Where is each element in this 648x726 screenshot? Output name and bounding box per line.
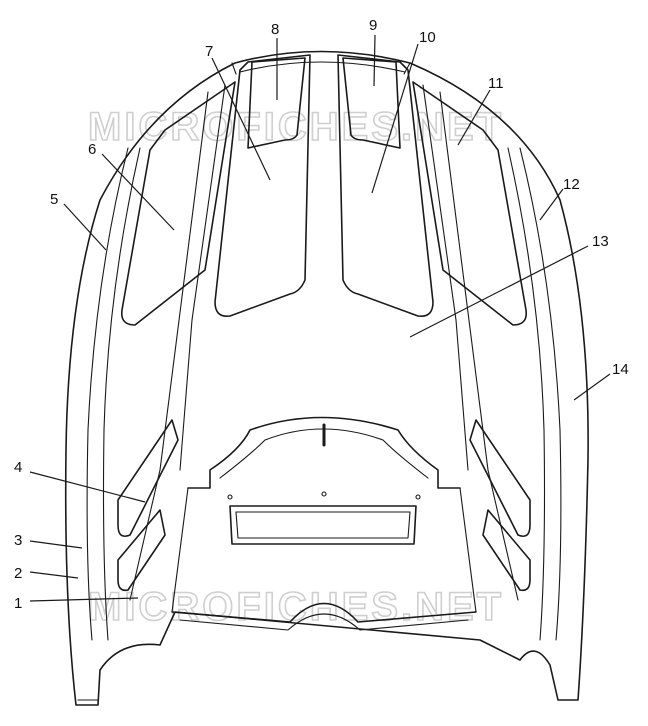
lower-vent-left <box>117 419 179 592</box>
leader-13 <box>409 245 589 338</box>
center-louver-right <box>337 54 434 318</box>
hood-outline <box>64 50 589 706</box>
callout-1: 1 <box>14 595 22 612</box>
callout-4: 4 <box>14 459 22 476</box>
front-edge <box>171 602 477 623</box>
leader-3 <box>29 540 83 549</box>
leader-1 <box>29 597 139 602</box>
body-crease-left <box>179 84 226 471</box>
leader-7 <box>211 57 271 181</box>
top-vent-left <box>247 57 306 149</box>
leader-6 <box>101 153 175 231</box>
callout-8: 8 <box>271 21 279 38</box>
side-louver-left <box>120 81 236 326</box>
callout-2: 2 <box>14 565 22 582</box>
callout-5: 5 <box>50 191 58 208</box>
body-line-left <box>129 91 209 601</box>
callout-3: 3 <box>14 532 22 549</box>
leader-11 <box>457 89 491 146</box>
top-vent-right <box>342 57 401 149</box>
plate-recess <box>227 491 421 545</box>
callout-11: 11 <box>488 75 504 92</box>
leader-14 <box>573 373 611 401</box>
callout-13: 13 <box>592 233 609 250</box>
body-crease-right <box>422 84 469 471</box>
callout-9: 9 <box>369 17 377 34</box>
callout-10: 10 <box>419 29 436 46</box>
callout-14: 14 <box>612 361 629 378</box>
front-edge-inner <box>179 613 469 631</box>
callout-12: 12 <box>563 176 580 193</box>
leader-4 <box>29 471 146 503</box>
center-louver-left <box>214 54 311 318</box>
leader-5 <box>63 203 107 251</box>
leader-9 <box>373 34 376 87</box>
headlight-opening <box>171 416 477 613</box>
leader-10 <box>371 43 419 194</box>
callout-7: 7 <box>205 43 213 60</box>
leader-2 <box>29 571 79 579</box>
side-louver-right <box>412 81 528 326</box>
callout-labels: 1 2 3 4 5 6 7 8 9 10 11 12 13 14 <box>14 17 629 612</box>
leader-lines <box>29 34 611 602</box>
lower-vent-right <box>469 419 531 592</box>
leader-12 <box>539 188 564 221</box>
body-line-right <box>439 91 519 601</box>
callout-6: 6 <box>88 141 96 158</box>
